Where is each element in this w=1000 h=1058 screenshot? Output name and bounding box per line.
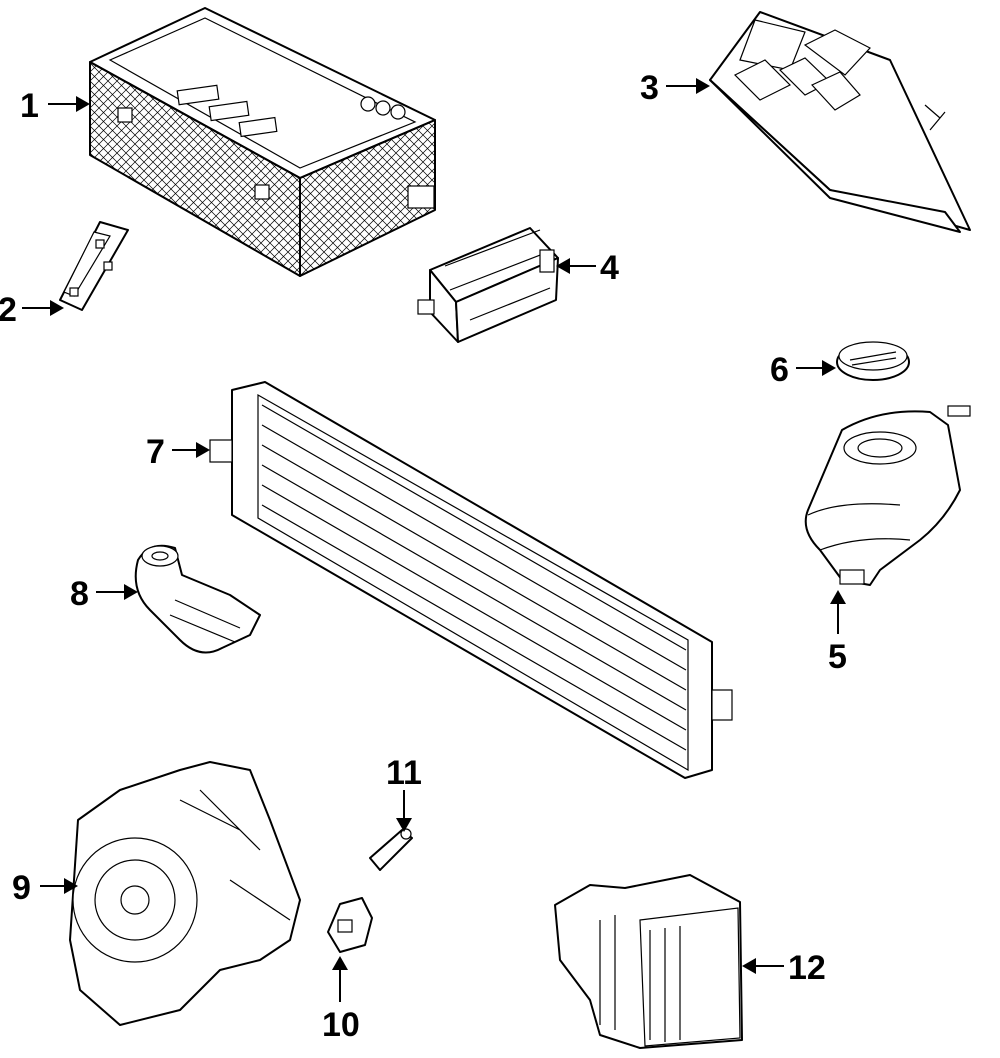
callout-leaders: [22, 78, 846, 1002]
part-7-radiator: [209, 381, 733, 779]
part-10-connector: [327, 897, 373, 953]
callout-6: 6: [770, 351, 789, 389]
part-4-control-module: [417, 227, 559, 343]
part-8-pump: [134, 544, 261, 654]
callout-1: 1: [20, 87, 39, 125]
callout-3: 3: [640, 69, 659, 107]
callout-7: 7: [146, 433, 165, 471]
callout-2: 2: [0, 291, 17, 329]
part-6-cap: [836, 341, 910, 381]
part-12-control-unit: [554, 874, 743, 1049]
callout-8: 8: [70, 575, 89, 613]
callout-9: 9: [12, 869, 31, 907]
part-2-bracket: [59, 221, 129, 311]
part-5-expansion-tank: [804, 405, 971, 586]
callout-11: 11: [386, 754, 422, 792]
part-9-motor: [69, 761, 301, 1026]
part-3-relay-box: [709, 11, 971, 233]
part-11-sensor: [369, 828, 413, 871]
callout-10: 10: [322, 1006, 360, 1044]
callout-5: 5: [828, 638, 847, 676]
part-1-module-box: [89, 7, 436, 277]
callout-12: 12: [788, 949, 826, 987]
callout-4: 4: [600, 249, 619, 287]
